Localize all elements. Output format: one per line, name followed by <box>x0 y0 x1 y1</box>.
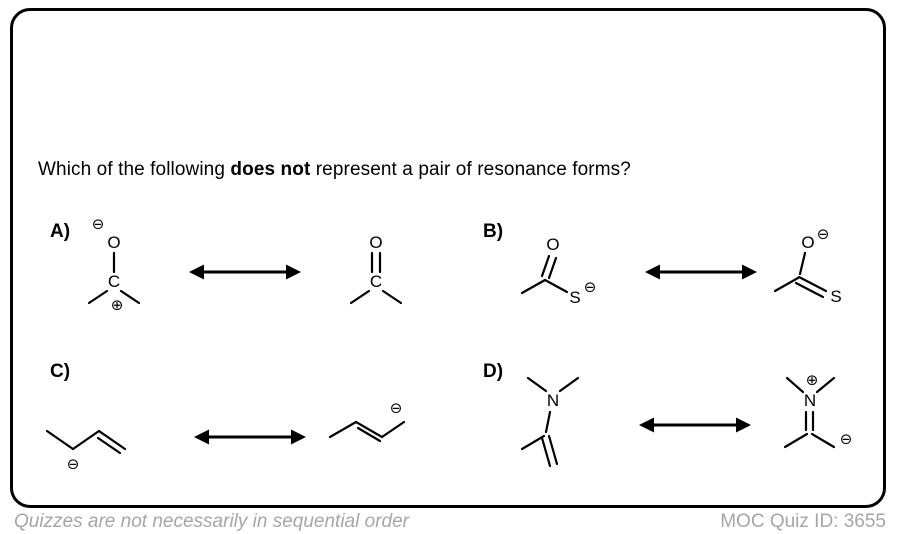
single-bond <box>810 432 836 449</box>
carbon-atom-label: C <box>108 272 120 291</box>
single-bond <box>45 429 75 451</box>
double-bond-line <box>356 426 382 443</box>
arrow-head-left <box>189 264 204 280</box>
double-bond-line <box>547 434 559 466</box>
arrow-head-left <box>194 429 209 445</box>
arrow-head-right <box>286 264 301 280</box>
single-bond <box>328 420 358 439</box>
double-bond-line <box>547 256 558 280</box>
n-methyl-bond <box>526 376 548 393</box>
resonance-arrow-d-icon <box>639 417 751 433</box>
arrow-head-right <box>742 264 757 280</box>
sulfur-atom-label: S <box>830 287 841 306</box>
oxygen-atom-label: O <box>801 233 814 252</box>
arrow-head-right <box>291 429 306 445</box>
structure-d-right: ⊕ N ⊖ <box>783 371 853 449</box>
n-methyl-bond <box>785 376 805 394</box>
double-bond-line <box>96 436 122 455</box>
sulfur-atom-label: S <box>569 288 580 307</box>
option-c-label: C) <box>50 361 71 382</box>
methyl-bond <box>87 289 109 305</box>
double-bond-line <box>540 254 551 278</box>
n-methyl-bond <box>815 376 836 394</box>
methyl-bond <box>520 434 546 451</box>
quiz-id-label: MOC Quiz ID: 3655 <box>720 511 886 532</box>
question-part1: Which of the following <box>38 159 231 180</box>
double-bond-line <box>797 275 828 293</box>
double-bond-line <box>354 420 384 439</box>
minus-charge-icon: ⊖ <box>92 215 105 233</box>
option-b-label: B) <box>483 221 504 242</box>
plus-charge-icon: ⊕ <box>111 296 124 314</box>
option-d-label: D) <box>483 361 504 382</box>
single-bond <box>71 429 101 451</box>
minus-charge-icon: ⊖ <box>390 399 403 417</box>
structure-c-right: ⊖ <box>328 399 406 443</box>
minus-charge-icon: ⊖ <box>840 430 853 448</box>
oxygen-atom-label: O <box>369 233 382 252</box>
oxygen-atom-label: O <box>546 235 559 254</box>
option-a-label: A) <box>50 221 71 242</box>
nitrogen-atom-label: N <box>804 391 816 410</box>
structure-b-left: O S ⊖ <box>520 235 597 307</box>
structure-a-left: ⊖ O C ⊕ <box>87 215 141 314</box>
nitrogen-atom-label: N <box>547 391 559 410</box>
structure-b-right: O ⊖ S <box>773 225 842 306</box>
minus-charge-icon: ⊖ <box>67 455 80 473</box>
resonance-arrow-c-icon <box>194 429 306 445</box>
methyl-bond <box>119 289 141 305</box>
single-bond <box>380 420 406 439</box>
minus-charge-icon: ⊖ <box>584 278 597 296</box>
arrow-head-left <box>645 264 660 280</box>
question-text: Which of the following does not represen… <box>38 159 631 181</box>
single-bond <box>543 278 569 294</box>
double-bond-line <box>794 281 825 299</box>
double-bond-line <box>97 429 127 451</box>
n-methyl-bond <box>558 376 580 393</box>
methyl-bond <box>381 289 403 305</box>
double-bond-line <box>540 436 552 468</box>
question-part2: represent a pair of resonance forms? <box>310 159 631 180</box>
resonance-arrow-a-icon <box>189 264 301 280</box>
arrow-head-right <box>736 417 751 433</box>
single-bond <box>798 251 807 276</box>
question-emphasis: does not <box>230 159 311 180</box>
carbon-atom-label: C <box>370 272 382 291</box>
resonance-arrow-b-icon <box>645 264 757 280</box>
methyl-bond <box>520 278 547 295</box>
structure-c-left: ⊖ <box>45 429 127 473</box>
single-bond <box>544 410 552 434</box>
footer-note: Quizzes are not necessarily in sequentia… <box>14 511 409 532</box>
methyl-bond <box>783 432 809 449</box>
plus-charge-icon: ⊕ <box>806 371 819 389</box>
methyl-bond <box>349 289 371 305</box>
structure-d-left: N <box>520 376 580 468</box>
arrow-head-left <box>639 417 654 433</box>
structure-a-right: O C <box>349 233 403 305</box>
methyl-bond <box>773 276 800 293</box>
minus-charge-icon: ⊖ <box>817 225 830 243</box>
oxygen-atom-label: O <box>107 233 120 252</box>
